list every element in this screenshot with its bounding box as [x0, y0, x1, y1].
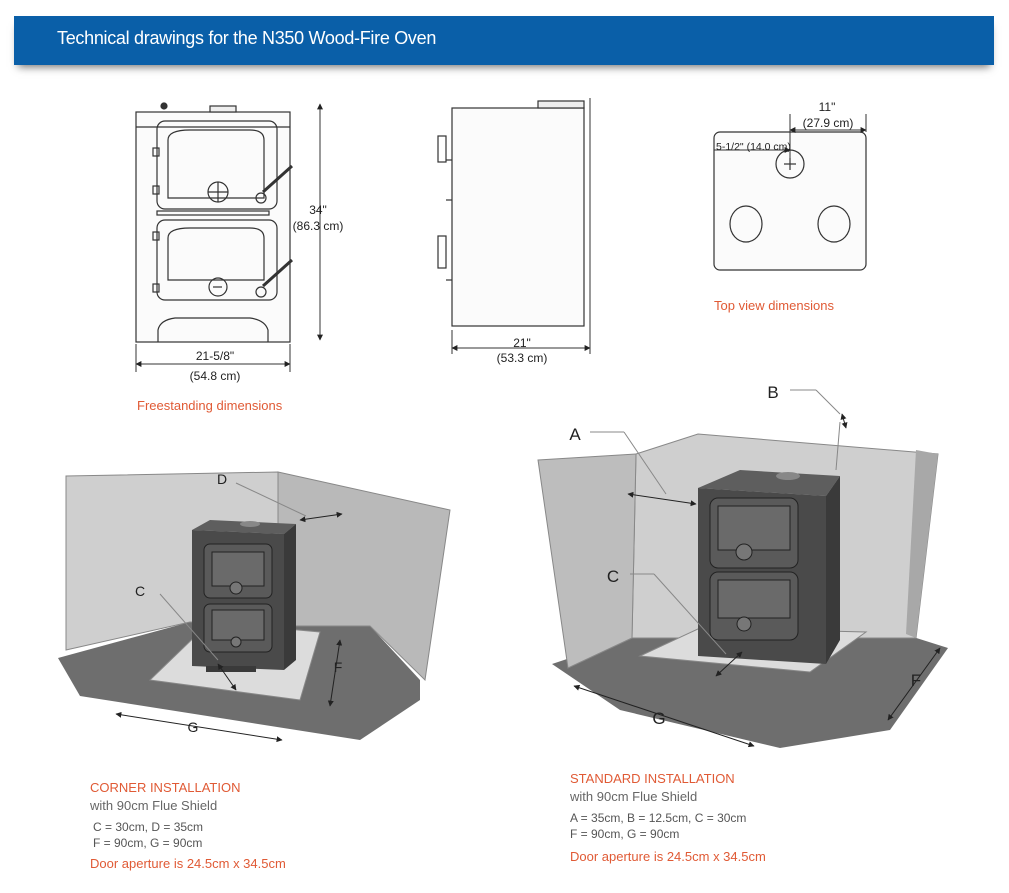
corner-label-c: C: [135, 583, 145, 599]
corner-install-spec-1: C = 30cm, D = 35cm: [93, 820, 204, 834]
offset-cm: (27.9 cm): [803, 116, 854, 130]
corner-install-spec-2: F = 90cm, G = 90cm: [93, 836, 203, 850]
standard-install-subtitle: with 90cm Flue Shield: [570, 789, 698, 804]
standard-installation-dimensions: A B C F G: [569, 383, 941, 748]
corner-label-d: D: [217, 471, 227, 487]
corner-install-subtitle: with 90cm Flue Shield: [90, 798, 218, 813]
top-view-caption: Top view dimensions: [714, 298, 834, 313]
standard-label-g: G: [652, 709, 665, 728]
standard-label-b: B: [767, 383, 778, 402]
offset-inches: 11": [819, 100, 836, 114]
standard-door-aperture: Door aperture is 24.5cm x 34.5cm: [570, 849, 766, 864]
corner-label-g: G: [188, 719, 199, 735]
standard-label-c: C: [607, 567, 619, 586]
front-view-dimensions: 34" (86.3 cm) 21-5/8" (54.8 cm): [135, 103, 344, 383]
corner-door-aperture: Door aperture is 24.5cm x 34.5cm: [90, 856, 286, 871]
width-cm: (54.8 cm): [190, 369, 241, 383]
standard-install-spec-2: F = 90cm, G = 90cm: [570, 827, 680, 841]
width-inches: 21-5/8": [196, 349, 234, 363]
standard-installation-drawing: [537, 433, 948, 748]
depth-inches: 21": [513, 336, 531, 350]
depth-cm: (53.3 cm): [497, 351, 548, 365]
header-banner: Technical drawings for the N350 Wood-Fir…: [14, 16, 994, 65]
standard-install-spec-1: A = 35cm, B = 12.5cm, C = 30cm: [570, 811, 747, 825]
standard-install-title: STANDARD INSTALLATION: [570, 771, 735, 786]
top-view-dimensions: 11" (27.9 cm) 5-1/2" (14.0 cm): [714, 100, 867, 160]
page-title: Technical drawings for the N350 Wood-Fir…: [57, 28, 437, 48]
freestanding-caption: Freestanding dimensions: [137, 398, 283, 413]
flue-offset: 5-1/2" (14.0 cm): [716, 141, 791, 153]
front-view-drawing: [135, 102, 294, 343]
side-view-dimensions: 21" (53.3 cm): [451, 98, 591, 365]
corner-installation-dimensions: D C F G: [115, 471, 343, 743]
height-inches: 34": [309, 203, 327, 217]
corner-installation-drawing: [58, 471, 451, 740]
height-cm: (86.3 cm): [293, 219, 344, 233]
standard-label-f: F: [911, 671, 921, 690]
standard-label-a: A: [569, 425, 581, 444]
corner-label-f: F: [334, 659, 343, 675]
corner-install-title: CORNER INSTALLATION: [90, 780, 241, 795]
side-view-drawing: [437, 100, 585, 327]
